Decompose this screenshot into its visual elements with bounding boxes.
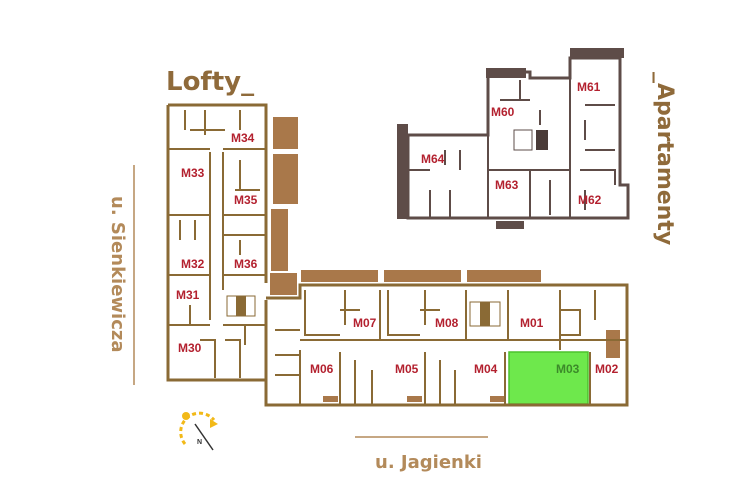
room-m01[interactable]: M01 [520, 316, 544, 330]
room-m62[interactable]: M62 [578, 193, 602, 207]
room-m32[interactable]: M32 [181, 257, 205, 271]
room-highlight-m03[interactable] [508, 351, 589, 405]
room-m31[interactable]: M31 [176, 288, 200, 302]
ground-rooms: M07 M08 M01 M06 M05 M04 M03 M02 [310, 316, 619, 376]
room-m07[interactable]: M07 [353, 316, 377, 330]
lofts-rooms: M34 M33 M35 M32 M36 M31 M30 [176, 131, 258, 355]
staircase-apartments-icon [513, 129, 533, 151]
apartments-heading: _Apartamenty [652, 72, 677, 245]
room-m06[interactable]: M06 [310, 362, 334, 376]
compass-icon: N [179, 411, 218, 451]
room-m63[interactable]: M63 [495, 178, 519, 192]
staircase-icon [226, 295, 501, 327]
apartment-rooms: M60 M61 M64 M63 M62 [421, 80, 602, 207]
compass-north-label: N [197, 439, 202, 446]
room-m64[interactable]: M64 [421, 152, 445, 166]
room-m35[interactable]: M35 [234, 193, 258, 207]
lofts-walls [166, 103, 629, 407]
apartments-walls [397, 48, 630, 229]
lofts-heading: Lofty_ [166, 67, 254, 97]
room-m34[interactable]: M34 [231, 131, 255, 145]
room-m05[interactable]: M05 [395, 362, 419, 376]
room-m03[interactable]: M03 [556, 362, 580, 376]
room-m33[interactable]: M33 [181, 166, 205, 180]
room-m36[interactable]: M36 [234, 257, 258, 271]
room-m08[interactable]: M08 [435, 316, 459, 330]
room-m04[interactable]: M04 [474, 362, 498, 376]
street-west-label: u. Sienkiewicza [107, 196, 128, 353]
balconies [270, 117, 620, 402]
room-m60[interactable]: M60 [491, 105, 515, 119]
room-m61[interactable]: M61 [577, 80, 601, 94]
room-m30[interactable]: M30 [178, 341, 202, 355]
street-south-label: u. Jagienki [375, 452, 482, 473]
room-m02[interactable]: M02 [595, 362, 619, 376]
